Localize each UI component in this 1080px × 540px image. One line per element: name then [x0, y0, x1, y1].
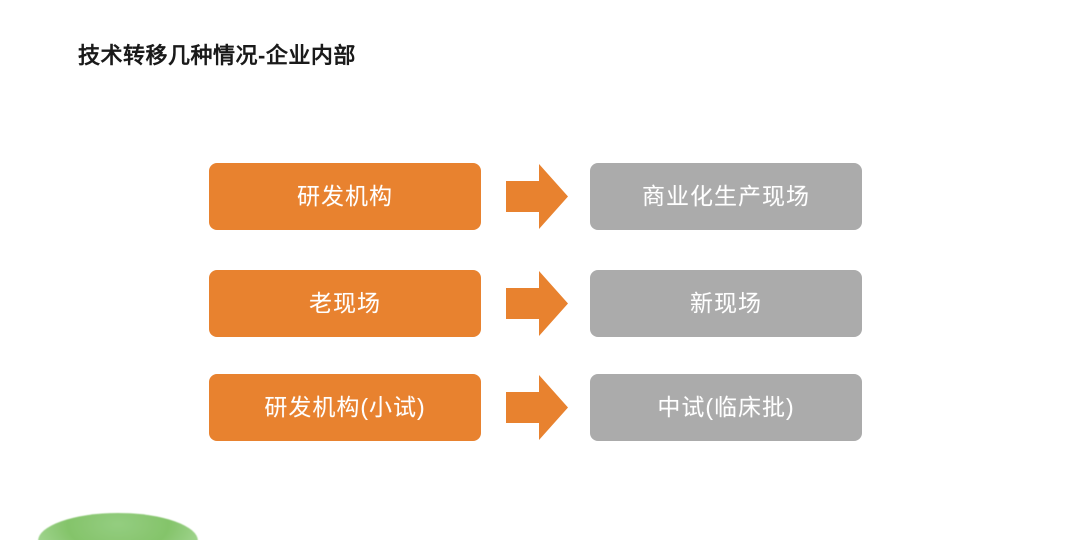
flow-target-label: 商业化生产现场: [642, 183, 810, 209]
flow-source-label: 研发机构(小试): [264, 394, 426, 420]
flow-row: 研发机构 商业化生产现场: [209, 163, 862, 230]
flow-row: 老现场 新现场: [209, 270, 862, 337]
right-arrow-icon: [506, 164, 568, 229]
flow-source-node[interactable]: 研发机构(小试): [209, 374, 481, 441]
flow-target-label: 新现场: [690, 290, 762, 316]
flow-row: 研发机构(小试) 中试(临床批): [209, 374, 862, 441]
flow-source-label: 老现场: [309, 290, 381, 316]
flow-source-node[interactable]: 研发机构: [209, 163, 481, 230]
flow-source-label: 研发机构: [297, 183, 393, 209]
flow-target-label: 中试(临床批): [657, 394, 795, 420]
flow-source-node[interactable]: 老现场: [209, 270, 481, 337]
flow-target-node[interactable]: 中试(临床批): [590, 374, 862, 441]
flow-target-node[interactable]: 新现场: [590, 270, 862, 337]
right-arrow-icon: [506, 375, 568, 440]
flow-target-node[interactable]: 商业化生产现场: [590, 163, 862, 230]
right-arrow-icon: [506, 271, 568, 336]
page-title: 技术转移几种情况-企业内部: [78, 43, 356, 68]
